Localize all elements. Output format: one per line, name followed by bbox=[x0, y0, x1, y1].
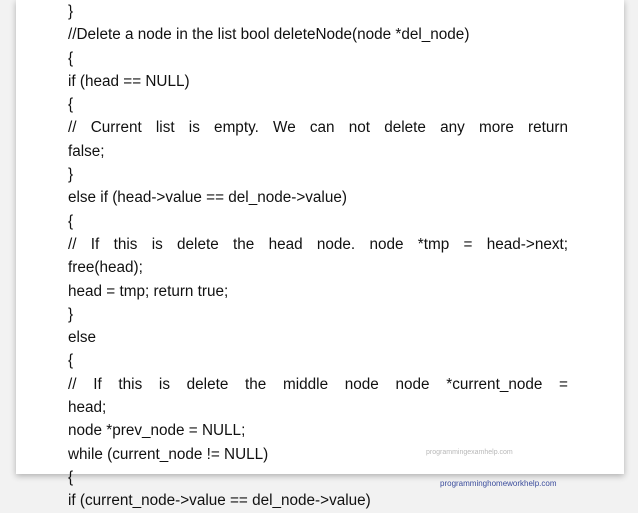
code-line: { bbox=[68, 49, 74, 67]
code-line: // If this is delete the middle node nod… bbox=[68, 375, 568, 393]
code-line: // Current list is empty. We can not del… bbox=[68, 119, 568, 137]
watermark: programmingexamhelp.com bbox=[426, 449, 513, 456]
code-line: { bbox=[68, 468, 74, 486]
code-line: false; bbox=[68, 142, 105, 160]
code-line: } bbox=[68, 305, 74, 323]
code-line: //Delete a node in the list bool deleteN… bbox=[68, 26, 470, 44]
code-line: else if (head->value == del_node->value) bbox=[68, 189, 347, 207]
code-line: head = tmp; return true; bbox=[68, 282, 229, 300]
code-line: head; bbox=[68, 399, 107, 417]
code-line: } bbox=[68, 3, 74, 20]
code-listing: } //Delete a node in the list bool delete… bbox=[68, 0, 568, 513]
code-line: while (current_node != NULL) bbox=[68, 445, 269, 463]
slide: } //Delete a node in the list bool delete… bbox=[16, 0, 624, 509]
code-line: free(head); bbox=[68, 259, 143, 277]
code-line: { bbox=[68, 212, 74, 230]
code-line: { bbox=[68, 96, 74, 114]
code-line: // If this is delete the head node. node… bbox=[68, 235, 568, 253]
code-line: if (head == NULL) bbox=[68, 72, 190, 90]
footer-website-link[interactable]: programminghomeworkhelp.com bbox=[440, 479, 557, 488]
code-line: { bbox=[68, 352, 74, 370]
code-line: else bbox=[68, 329, 97, 347]
code-line: } bbox=[68, 166, 74, 184]
code-line: node *prev_node = NULL; bbox=[68, 422, 246, 440]
